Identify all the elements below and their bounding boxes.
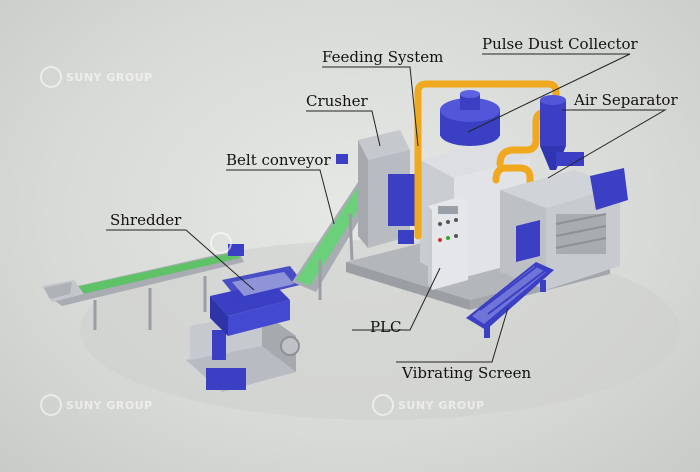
feeding-pipes <box>414 80 560 240</box>
label-belt-conveyor: Belt conveyor <box>226 151 331 169</box>
shredder-conveyor <box>42 244 244 330</box>
plc-cabinet <box>428 196 468 290</box>
label-feeding-system: Feeding System <box>322 48 444 66</box>
label-pulse-dust-collector: Pulse Dust Collector <box>482 35 638 53</box>
air-separator <box>540 95 584 170</box>
watermark: SUNY GROUP <box>66 399 153 412</box>
watermark-logo-icon <box>40 66 62 88</box>
label-shredder: Shredder <box>110 211 182 229</box>
label-vibrating-screen: Vibrating Screen <box>402 364 532 382</box>
label-crusher: Crusher <box>306 92 368 110</box>
shredder-machine <box>186 266 304 392</box>
vibrating-screen <box>466 262 554 338</box>
watermark: SUNY GROUP <box>398 399 485 412</box>
watermark: SUNY GROUP <box>66 71 153 84</box>
watermark-logo-icon <box>40 394 62 416</box>
watermark-logo-icon <box>372 394 394 416</box>
crusher-machine <box>358 130 416 248</box>
label-air-separator: Air Separator <box>574 91 678 109</box>
leader-lines <box>106 53 667 363</box>
watermark-logo-icon <box>210 232 232 254</box>
label-plc: PLC <box>370 318 402 336</box>
